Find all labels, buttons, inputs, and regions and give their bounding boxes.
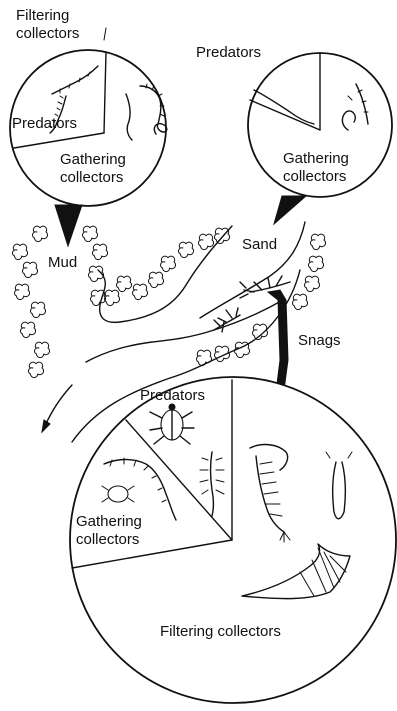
debris-particle — [30, 302, 45, 317]
debris-particle — [292, 294, 307, 309]
mud-filtering-pointer-line — [104, 28, 106, 40]
debris-particle — [28, 362, 43, 377]
debris-particle — [196, 350, 211, 365]
debris-particle — [14, 284, 29, 299]
debris-particle — [32, 226, 47, 241]
debris-particle — [82, 226, 97, 241]
debris-particle — [198, 234, 213, 249]
debris-particle — [34, 342, 49, 357]
mud-pointer — [55, 205, 82, 246]
snags-filtering-collectors-label: Filtering collectors — [160, 623, 281, 640]
debris-particle — [178, 242, 193, 257]
snags-pointer — [268, 290, 288, 392]
debris-particle — [308, 256, 323, 271]
debris-particle — [92, 244, 107, 259]
debris-particle — [304, 276, 319, 291]
debris-particle — [12, 244, 27, 259]
debris-particle — [310, 234, 325, 249]
sand-predators-label: Predators — [196, 44, 261, 61]
flow-arrow-line — [45, 385, 72, 426]
debris-particle — [148, 272, 163, 287]
debris-particle — [132, 284, 147, 299]
mud-predators-label: Predators — [12, 115, 77, 132]
debris-particle — [116, 276, 131, 291]
debris-particle — [22, 262, 37, 277]
flow-arrow-head — [42, 420, 50, 432]
snags-predators-label: Predators — [140, 387, 205, 404]
mud-habitat-label: Mud — [48, 254, 77, 271]
debris-particle — [104, 290, 119, 305]
sand-pointer — [274, 196, 306, 224]
debris-particle — [160, 256, 175, 271]
sand-habitat-label: Sand — [242, 236, 277, 253]
snags-habitat-label: Snags — [298, 332, 341, 349]
debris-particle — [20, 322, 35, 337]
